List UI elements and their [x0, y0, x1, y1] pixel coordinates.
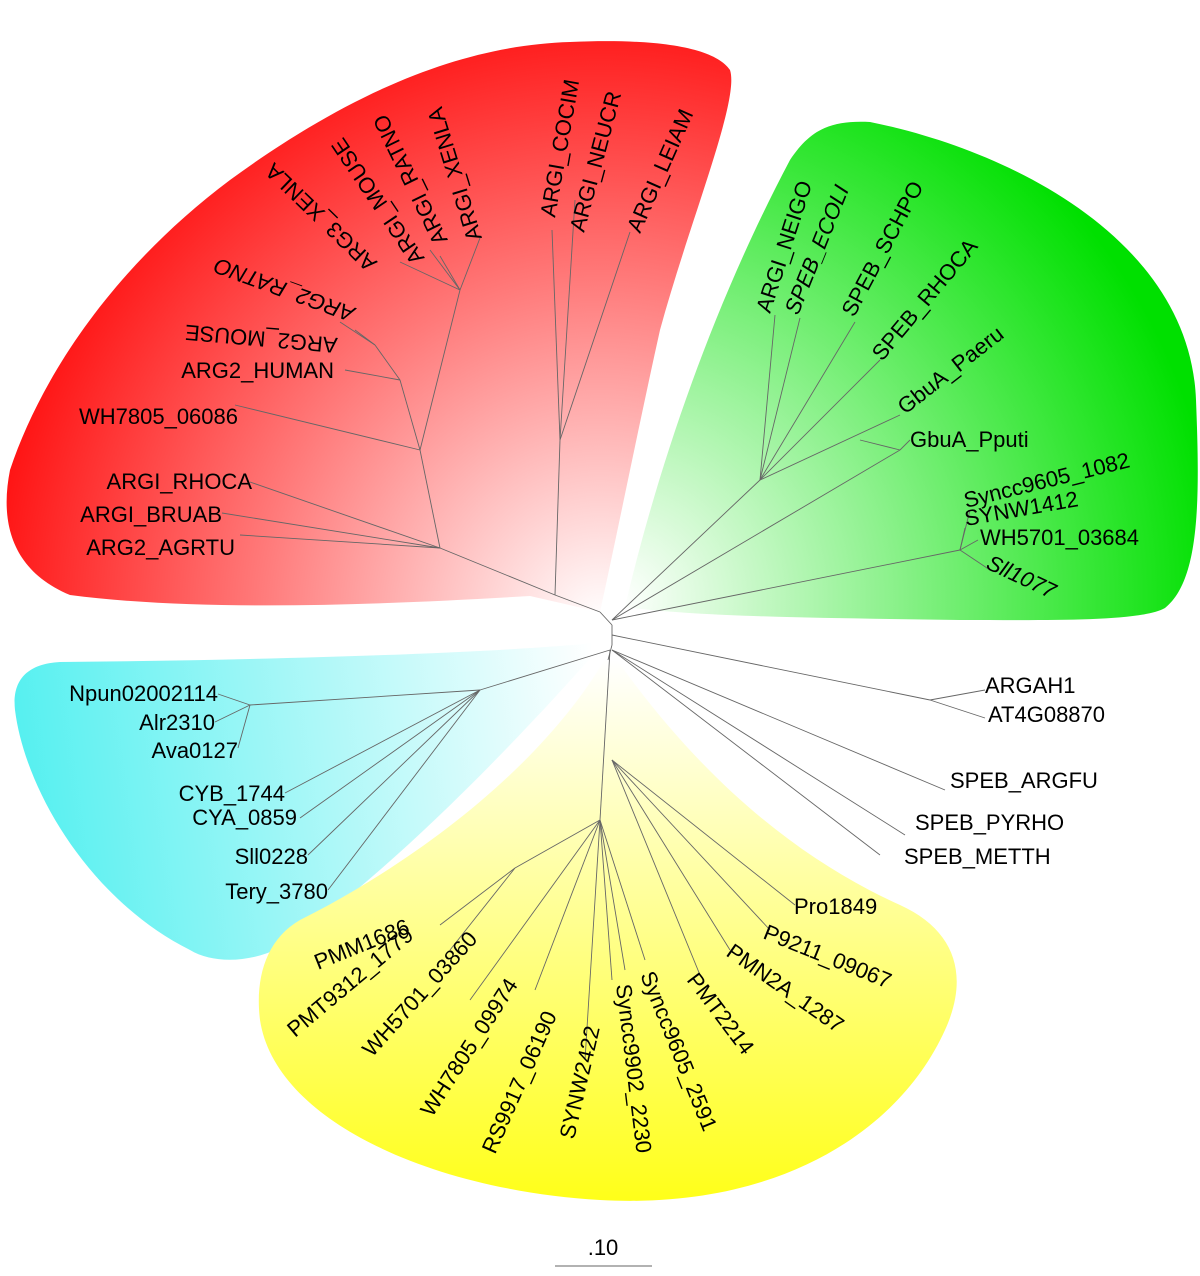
- tree-branch: [929, 699, 986, 719]
- tree-branch: [599, 611, 613, 626]
- tree-branch: [339, 321, 376, 346]
- tree-branch: [419, 289, 461, 451]
- tree-branch: [611, 649, 946, 791]
- leaf-at4g08870: AT4G08870: [988, 702, 1105, 727]
- tree-branch: [611, 649, 881, 856]
- tree-branch: [439, 255, 461, 291]
- tree-branch: [399, 379, 421, 451]
- clade-green-region: [625, 121, 1198, 621]
- tree-branch: [249, 481, 441, 549]
- tree-branch: [899, 439, 911, 451]
- tree-branch: [419, 449, 441, 549]
- leaf-arg2-agrtu: ARG2_AGRTU: [86, 535, 235, 560]
- tree-branch: [611, 549, 961, 621]
- leaf-cyb-1744: CYB_1744: [179, 781, 285, 806]
- tree-branch: [599, 819, 646, 961]
- tree-branch: [344, 369, 401, 381]
- clade-red-region: [6, 41, 732, 612]
- tree-branch: [611, 449, 901, 621]
- tree-branch: [237, 704, 251, 749]
- tree-branch: [214, 704, 251, 723]
- leaf-arg2-human: ARG2_HUMAN: [181, 358, 334, 383]
- tree-branch: [479, 649, 611, 691]
- tree-branch: [759, 314, 776, 481]
- tree-branch: [307, 689, 481, 856]
- leaf-argah1: ARGAH1: [985, 673, 1075, 698]
- scale-bar: .10: [555, 1235, 652, 1267]
- leaf-wh7805-06086: WH7805_06086: [79, 404, 238, 429]
- tree-branch: [959, 527, 966, 551]
- tree-branch: [859, 439, 901, 451]
- tree-branch: [249, 689, 481, 706]
- leaf-pro1849: Pro1849: [794, 894, 877, 919]
- tree-branch: [399, 261, 461, 291]
- tree-branch: [374, 344, 401, 381]
- tree-branch: [611, 759, 771, 931]
- tree-branch: [459, 237, 481, 291]
- tree-branch: [299, 689, 481, 819]
- tree-branch: [234, 404, 421, 451]
- tree-branch: [611, 634, 931, 701]
- tree-branch: [559, 199, 576, 441]
- tree-branch: [221, 512, 441, 549]
- tree-branch: [599, 819, 613, 981]
- leaf-sll0228: Sll0228: [235, 844, 308, 869]
- tree-branch: [759, 359, 881, 481]
- tree-branch: [611, 759, 731, 951]
- leaf-ava0127: Ava0127: [152, 738, 238, 763]
- leaf-speb-metth: SPEB_METTH: [904, 844, 1051, 869]
- tree-branch: [559, 231, 631, 441]
- leaf-speb-pyrho: SPEB_PYRHO: [915, 810, 1064, 835]
- tree-branch: [534, 819, 601, 991]
- tree-branch: [551, 229, 561, 441]
- leaf-wh5701-03684: WH5701_03684: [980, 525, 1139, 550]
- tree-branch: [759, 414, 901, 481]
- tree-branch: [611, 759, 701, 976]
- leaf-speb-argfu: SPEB_ARGFU: [950, 768, 1098, 793]
- tree-branch: [449, 867, 516, 951]
- leaf-npun02002114: Npun02002114: [69, 681, 218, 706]
- tree-branch: [611, 479, 761, 621]
- tree-branch: [759, 317, 801, 481]
- tree-branch: [599, 819, 626, 971]
- clade-cyan-region: [14, 642, 605, 960]
- tree-branch: [929, 689, 986, 701]
- tree-branch: [611, 649, 906, 836]
- tree-branch: [469, 819, 601, 1001]
- tree-branch: [554, 439, 561, 596]
- tree-branch: [217, 693, 251, 706]
- tree-branch: [439, 547, 556, 596]
- leaf-argi-rhoca: ARGI_RHOCA: [107, 469, 253, 494]
- tree-branch: [239, 534, 441, 549]
- tree-branch: [429, 249, 461, 291]
- scale-bar-label: .10: [588, 1235, 619, 1260]
- tree-branch: [514, 819, 601, 869]
- leaf-cya-0859: CYA_0859: [192, 805, 297, 830]
- tree-branches: [214, 199, 991, 1061]
- tree-branch: [439, 867, 516, 926]
- tree-branch: [284, 689, 481, 794]
- leaf-alr2310: Alr2310: [139, 710, 215, 735]
- tree-branch: [959, 549, 991, 571]
- tree-branch: [554, 594, 601, 613]
- leaf-argi-bruab: ARGI_BRUAB: [80, 502, 222, 527]
- tree-branch: [959, 539, 979, 551]
- tree-branch: [611, 759, 796, 906]
- leaf-gbua-pputi: GbuA_Pputi: [910, 427, 1029, 452]
- leaf-tery-3780: Tery_3780: [225, 879, 328, 904]
- tree-branch: [327, 689, 481, 891]
- tree-branch: [759, 321, 856, 481]
- tree-branch: [584, 819, 601, 1061]
- tree-branch: [599, 649, 611, 821]
